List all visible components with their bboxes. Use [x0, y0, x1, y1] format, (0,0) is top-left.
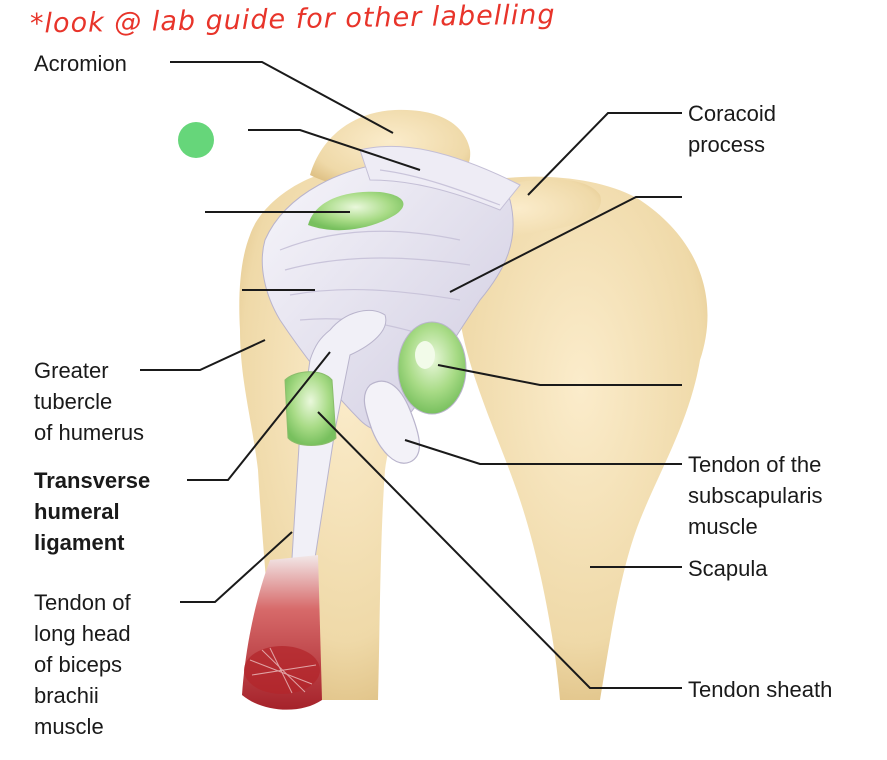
leader-lines: [140, 61, 682, 689]
muscle-cut-pattern: [249, 647, 317, 694]
scapula-bone: [453, 176, 708, 700]
label-acromion: Acromion: [34, 51, 127, 76]
label-scapula: Scapula: [688, 556, 768, 581]
label-transverse-humeral-ligament: Transverse humeral ligament: [34, 468, 151, 555]
subscapularis-tendon: [363, 380, 421, 464]
label-coracoid-process: Coracoid process: [688, 101, 777, 157]
label-tendon-subscapularis: Tendon of the subscapularis muscle: [688, 452, 823, 539]
label-tendon-sheath: Tendon sheath: [688, 677, 833, 702]
tendon-sheath-shape: [284, 371, 337, 446]
bursa-highlight: [415, 341, 435, 369]
bursa-subscapular: [397, 321, 467, 415]
bursa-upper: [308, 191, 404, 231]
label-tendon-long-head-biceps: Tendon of long head of biceps brachii mu…: [34, 590, 131, 739]
marker-dot: [178, 122, 214, 158]
label-greater-tubercle: Greater tubercle of humerus: [34, 358, 145, 445]
